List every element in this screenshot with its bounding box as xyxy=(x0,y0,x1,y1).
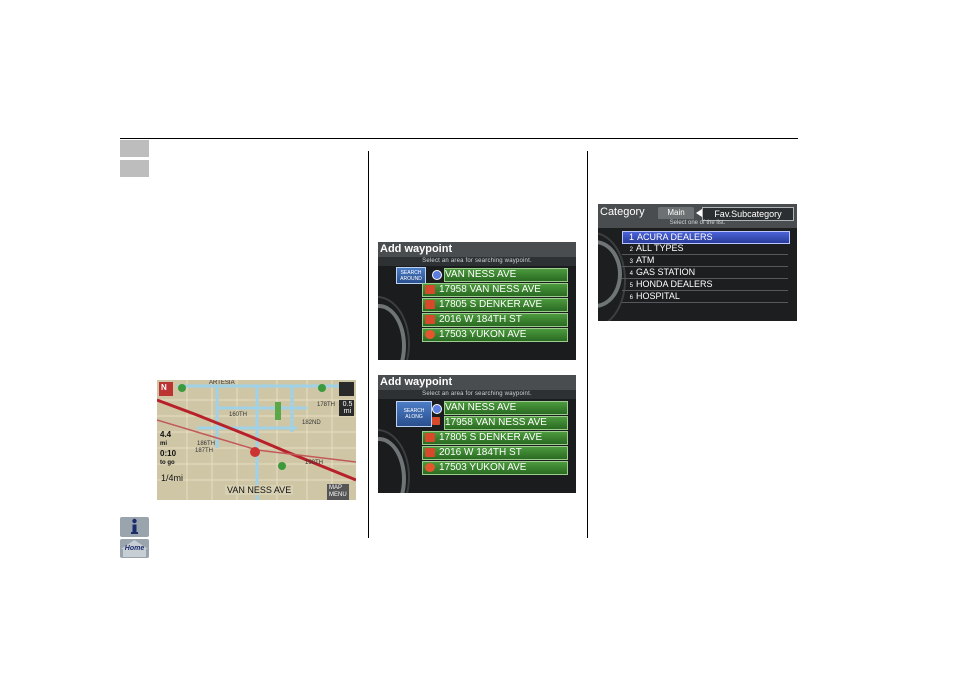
map-street-182nd: 182ND xyxy=(302,420,321,426)
category-title: Category xyxy=(600,206,645,218)
add-waypoint-around-screen: Add waypoint Select an area for searchin… xyxy=(378,242,576,360)
waypoint-row[interactable]: VAN NESS AVE xyxy=(444,401,568,415)
route-map: N ARTESIA 160TH 182ND 178TH 186TH 187TH … xyxy=(157,380,356,500)
screen-subtitle: Select an area for searching waypoint. xyxy=(422,391,532,397)
waypoint-row[interactable]: 2016 W 184TH ST xyxy=(422,446,568,460)
search-pin-icon xyxy=(432,270,442,280)
map-street-186th: 186TH xyxy=(197,441,216,447)
destination-icon xyxy=(425,463,435,472)
header-rule xyxy=(120,138,798,139)
section-tab-2 xyxy=(120,160,149,177)
column-divider-2 xyxy=(587,151,588,538)
map-street-label: VAN NESS AVE xyxy=(225,485,294,495)
waypoint-row[interactable]: VAN NESS AVE xyxy=(444,268,568,282)
waypoint-row[interactable]: 17503 YUKON AVE xyxy=(422,328,568,342)
flag-icon xyxy=(425,300,435,309)
screen-subtitle: Select an area for searching waypoint. xyxy=(422,258,532,264)
tab-arrow-icon xyxy=(696,209,702,217)
tab-main[interactable]: Main xyxy=(658,207,694,219)
map-street-178th: 178TH xyxy=(317,402,336,408)
waypoint-row[interactable]: 17503 YUKON AVE xyxy=(422,461,568,475)
waypoint-row[interactable]: 17805 S DENKER AVE xyxy=(422,298,568,312)
flag-icon xyxy=(425,433,435,442)
destination-icon xyxy=(425,330,435,339)
section-tab-1 xyxy=(120,140,149,157)
category-screen: Category Main Fav.Subcategory Select one… xyxy=(598,204,797,321)
search-around-button[interactable]: SEARCH AROUND xyxy=(396,267,426,284)
subtitle-bar xyxy=(378,390,576,399)
info-icon[interactable] xyxy=(120,517,149,537)
map-street-190th: 190TH xyxy=(305,460,324,466)
map-street-160th: 160TH xyxy=(229,412,248,418)
waypoint-row[interactable]: 17805 S DENKER AVE xyxy=(422,431,568,445)
category-subtitle: Select one of the list. xyxy=(669,220,726,226)
home-icon[interactable]: Home xyxy=(120,539,149,558)
screen-title: Add waypoint xyxy=(380,376,453,388)
search-pin-icon xyxy=(432,404,442,414)
map-street-artesia: ARTESIA xyxy=(209,380,235,386)
column-divider-1 xyxy=(368,151,369,538)
flag-icon xyxy=(425,285,435,294)
map-scale-bottom: 1/4mi xyxy=(161,473,184,483)
map-street-187th: 187TH xyxy=(195,448,214,454)
screen-title: Add waypoint xyxy=(380,243,453,255)
flag-icon xyxy=(425,448,435,457)
search-along-button[interactable]: SEARCH ALONG xyxy=(396,401,432,427)
waypoint-row[interactable]: 17958 VAN NESS AVE xyxy=(444,416,568,430)
flag-icon xyxy=(425,315,435,324)
add-waypoint-along-screen: Add waypoint Select an area for searchin… xyxy=(378,375,576,493)
subtitle-bar xyxy=(378,257,576,266)
waypoint-row[interactable]: 17958 VAN NESS AVE xyxy=(422,283,568,297)
map-compass[interactable]: N xyxy=(161,383,167,392)
route-flag-icon xyxy=(432,417,440,425)
tab-fav-subcategory[interactable]: Fav.Subcategory xyxy=(702,207,794,221)
waypoint-row[interactable]: 2016 W 184TH ST xyxy=(422,313,568,327)
map-menu-button[interactable]: MAP MENU xyxy=(327,484,349,500)
home-label: Home xyxy=(124,545,145,552)
